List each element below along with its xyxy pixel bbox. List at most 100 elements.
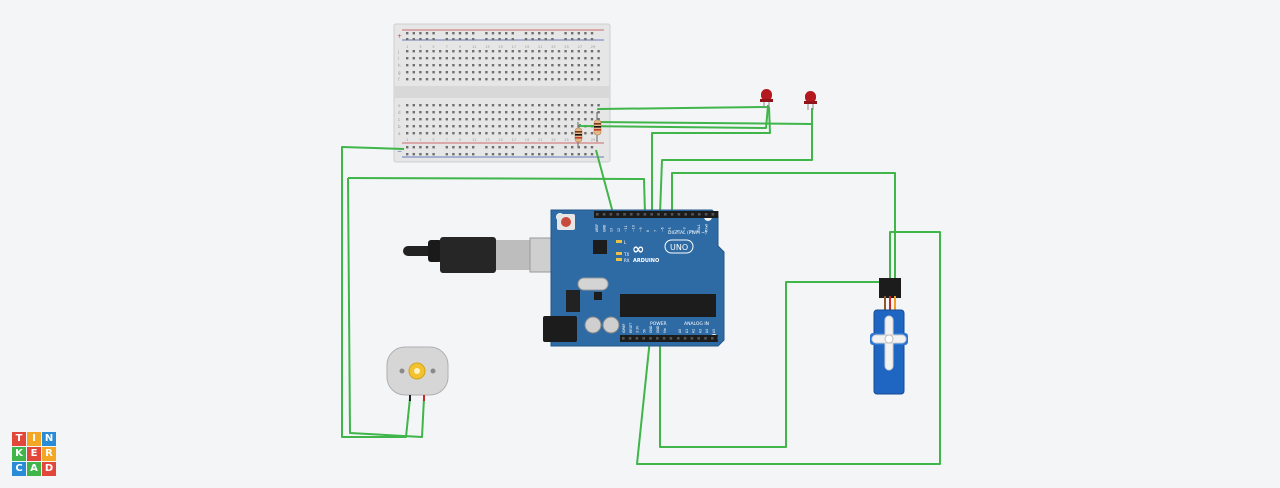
breadboard-hole[interactable] — [439, 78, 442, 81]
breadboard-hole[interactable] — [412, 78, 415, 81]
breadboard-hole[interactable] — [472, 64, 475, 67]
breadboard-hole[interactable] — [584, 50, 587, 53]
breadboard-hole[interactable] — [518, 57, 521, 60]
breadboard-hole[interactable] — [551, 132, 554, 135]
breadboard-hole[interactable] — [465, 132, 468, 135]
breadboard-hole[interactable] — [571, 78, 574, 81]
breadboard-hole[interactable] — [452, 32, 455, 35]
breadboard-hole[interactable] — [491, 64, 495, 67]
breadboard-hole[interactable] — [538, 78, 541, 81]
breadboard-hole[interactable] — [472, 57, 475, 60]
breadboard-hole[interactable] — [531, 71, 534, 74]
breadboard-hole[interactable] — [498, 64, 501, 67]
breadboard-hole[interactable] — [485, 111, 488, 114]
breadboard-hole[interactable] — [445, 78, 448, 81]
breadboard-hole[interactable] — [478, 64, 481, 67]
breadboard-hole[interactable] — [419, 153, 422, 156]
breadboard-hole[interactable] — [412, 125, 415, 128]
breadboard-hole[interactable] — [465, 111, 468, 114]
breadboard-hole[interactable] — [498, 50, 501, 53]
breadboard-hole[interactable] — [432, 153, 435, 156]
breadboard-hole[interactable] — [498, 71, 501, 74]
breadboard-hole[interactable] — [406, 57, 409, 60]
breadboard-hole[interactable] — [491, 32, 495, 35]
wire-motor-minus[interactable] — [341, 146, 411, 438]
breadboard-hole[interactable] — [551, 64, 554, 67]
breadboard-hole[interactable] — [419, 111, 422, 114]
breadboard-hole[interactable] — [557, 132, 561, 135]
breadboard-hole[interactable] — [458, 78, 462, 81]
breadboard-hole[interactable] — [485, 71, 488, 74]
breadboard-hole[interactable] — [518, 71, 521, 74]
breadboard-hole[interactable] — [445, 132, 448, 135]
breadboard-hole[interactable] — [432, 32, 435, 35]
breadboard-hole[interactable] — [590, 38, 594, 41]
header-pin[interactable] — [649, 337, 652, 340]
breadboard-hole[interactable] — [458, 32, 462, 35]
power-header[interactable] — [620, 335, 677, 342]
breadboard-hole[interactable] — [505, 146, 508, 149]
breadboard-hole[interactable] — [439, 57, 442, 60]
breadboard-hole[interactable] — [518, 50, 521, 53]
breadboard-hole[interactable] — [439, 118, 442, 121]
breadboard-hole[interactable] — [419, 50, 422, 53]
breadboard-hole[interactable] — [419, 71, 422, 74]
header-pin[interactable] — [704, 213, 708, 216]
breadboard-hole[interactable] — [412, 118, 415, 121]
breadboard-hole[interactable] — [472, 50, 475, 53]
breadboard-hole[interactable] — [577, 78, 580, 81]
header-pin[interactable] — [630, 213, 633, 216]
wire-led2-to-pin[interactable] — [659, 108, 813, 215]
breadboard-hole[interactable] — [452, 64, 455, 67]
breadboard-hole[interactable] — [538, 125, 541, 128]
breadboard-hole[interactable] — [584, 118, 587, 121]
resistor-1[interactable] — [574, 122, 583, 148]
breadboard-hole[interactable] — [524, 38, 528, 41]
breadboard-hole[interactable] — [564, 146, 567, 149]
breadboard-hole[interactable] — [432, 146, 435, 149]
breadboard-hole[interactable] — [478, 118, 481, 121]
breadboard-hole[interactable] — [425, 104, 429, 107]
breadboard-hole[interactable] — [597, 64, 600, 67]
breadboard-hole[interactable] — [419, 32, 422, 35]
servo-motor[interactable] — [870, 278, 908, 395]
breadboard-hole[interactable] — [439, 132, 442, 135]
breadboard-hole[interactable] — [551, 125, 554, 128]
breadboard-hole[interactable] — [412, 38, 415, 41]
breadboard-hole[interactable] — [425, 132, 429, 135]
breadboard-hole[interactable] — [577, 146, 580, 149]
breadboard-hole[interactable] — [505, 125, 508, 128]
header-pin[interactable] — [670, 213, 674, 216]
breadboard-hole[interactable] — [590, 32, 594, 35]
breadboard-hole[interactable] — [590, 146, 594, 149]
breadboard-hole[interactable] — [518, 78, 521, 81]
breadboard-hole[interactable] — [445, 32, 448, 35]
breadboard-hole[interactable] — [419, 104, 422, 107]
breadboard-hole[interactable] — [564, 57, 567, 60]
breadboard-hole[interactable] — [432, 104, 435, 107]
breadboard-hole[interactable] — [564, 78, 567, 81]
breadboard-hole[interactable] — [571, 104, 574, 107]
breadboard-hole[interactable] — [445, 64, 448, 67]
breadboard-hole[interactable] — [439, 111, 442, 114]
breadboard-hole[interactable] — [406, 78, 409, 81]
breadboard-hole[interactable] — [551, 118, 554, 121]
breadboard-hole[interactable] — [551, 111, 554, 114]
breadboard-hole[interactable] — [412, 32, 415, 35]
breadboard-hole[interactable] — [445, 50, 448, 53]
breadboard-hole[interactable] — [524, 78, 528, 81]
breadboard-hole[interactable] — [511, 125, 514, 128]
breadboard-hole[interactable] — [445, 38, 448, 41]
breadboard-hole[interactable] — [419, 146, 422, 149]
header-pin[interactable] — [628, 337, 632, 340]
breadboard-hole[interactable] — [557, 50, 561, 53]
breadboard-hole[interactable] — [472, 111, 475, 114]
breadboard-hole[interactable] — [452, 153, 455, 156]
breadboard-hole[interactable] — [458, 118, 462, 121]
breadboard-hole[interactable] — [557, 57, 561, 60]
breadboard-hole[interactable] — [425, 64, 429, 67]
breadboard-hole[interactable] — [538, 132, 541, 135]
breadboard-hole[interactable] — [531, 111, 534, 114]
breadboard-hole[interactable] — [511, 118, 514, 121]
breadboard-hole[interactable] — [472, 32, 475, 35]
